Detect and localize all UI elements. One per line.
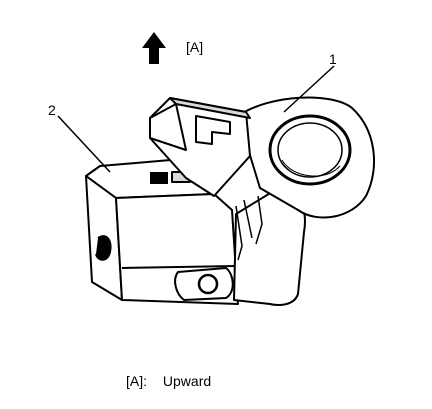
legend-key: [A]: [126, 373, 148, 389]
callout-part-1: 1 [329, 51, 337, 67]
up-arrow-icon [142, 32, 166, 64]
legend-text: Upward [162, 373, 212, 389]
bracket-part [149, 96, 376, 306]
leader-line-1 [283, 65, 335, 113]
callout-part-2: 2 [48, 102, 56, 118]
leader-line-2 [57, 115, 111, 173]
legend: [A]: Upward [126, 373, 211, 389]
direction-label: [A] [186, 39, 204, 55]
connector-body-part [85, 157, 239, 305]
